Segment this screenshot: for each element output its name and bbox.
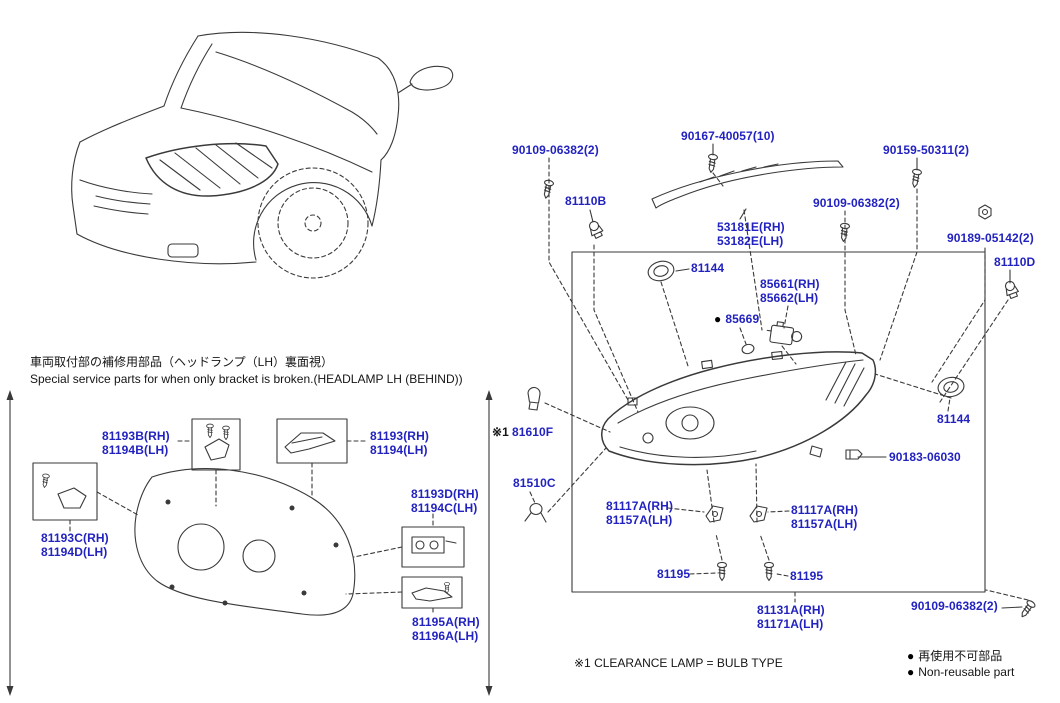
- part-label-81144-left: 81144: [691, 261, 725, 275]
- part-number-rh: 81193D(RH): [411, 487, 479, 501]
- legend-line-en: ●Non-reusable part: [907, 664, 1014, 680]
- part-number-rh: 81193(RH): [370, 429, 429, 443]
- screw-icon-90109-top-left: [540, 178, 555, 200]
- nut-hole: [981, 208, 989, 216]
- part-label-81131a-81171a: 81131A(RH) 81171A(LH): [757, 603, 825, 631]
- part-label-81510c: 81510C: [513, 476, 556, 490]
- part-label-53181e-53182e: 53181E(RH) 53182E(LH): [717, 220, 785, 248]
- screw-icon-90109-mid: [838, 222, 851, 243]
- part-number: 85669: [725, 312, 760, 326]
- part-label-81110b: 81110B: [565, 194, 607, 208]
- grommet-icon-81144-left: [645, 258, 677, 284]
- part-number-rh: 81131A(RH): [757, 603, 825, 617]
- part-number-rh: 81117A(RH): [606, 499, 674, 513]
- clip-icon-90183: [845, 449, 863, 460]
- bulb-icon-81110b: [586, 218, 606, 240]
- headlamp-highlight: [145, 142, 279, 197]
- part-number-rh: 81193B(RH): [102, 429, 170, 443]
- bracket-icon-81193: [284, 432, 336, 454]
- part-number-lh: 81171A(LH): [757, 616, 824, 631]
- footnote-ref-1: ※1: [492, 425, 509, 439]
- part-label-90159-50311: 90159-50311(2): [883, 143, 970, 157]
- note-japanese: 車両取付部の補修用部品（ヘッドランプ（LH）裏面視）: [30, 355, 333, 369]
- legend-non-reusable: ●再使用不可部品 ●Non-reusable part: [907, 648, 1014, 680]
- leader-lines: [529, 143, 1029, 609]
- screw-icon-90109-bottom-right: [1017, 598, 1037, 620]
- part-label-90109-06382-mid: 90109-06382(2): [813, 196, 900, 210]
- bracket-service-section: [6, 390, 493, 696]
- part-label-81193b-81194b: 81193B(RH) 81194B(LH): [102, 429, 170, 457]
- part-label-90183-06030: 90183-06030: [889, 450, 961, 464]
- part-number-rh: 53181E(RH): [717, 220, 785, 234]
- part-number-lh: 81194B(LH): [102, 442, 169, 457]
- part-label-81193-81194: 81193(RH) 81194(LH): [370, 429, 429, 457]
- clearance-footnote: ※1 CLEARANCE LAMP = BULB TYPE: [574, 656, 783, 670]
- non-reusable-dot: ●: [907, 665, 915, 679]
- part-label-81117a-81157a-left: 81117A(RH) 81157A(LH): [606, 499, 674, 527]
- part-label-81193d-81194c: 81193D(RH) 81194C(LH): [411, 487, 479, 515]
- part-label-81195a-81196a: 81195A(RH) 81196A(LH): [412, 615, 480, 643]
- part-number-lh: 85662(LH): [760, 290, 819, 305]
- part-label-90167-40057: 90167-40057(10): [681, 129, 775, 143]
- part-number-lh: 81157A(LH): [791, 516, 858, 531]
- socket-icon-81510c: [524, 502, 547, 523]
- leveling-motor-icon: [766, 321, 803, 346]
- part-label-85661-85662: 85661(RH) 85662(LH): [760, 277, 820, 305]
- part-label-81195-left: 81195: [657, 567, 691, 581]
- part-number: 81610F: [511, 425, 554, 439]
- part-number-lh: 81194C(LH): [411, 500, 478, 515]
- part-label-90109-06382-bottom-right: 90109-06382(2): [911, 599, 998, 613]
- legend-text-jp: 再使用不可部品: [918, 649, 1003, 663]
- clearance-lamp-icon-81610f: [527, 386, 541, 411]
- part-label-81117a-81157a-right: 81117A(RH) 81157A(LH): [791, 503, 859, 531]
- part-label-81195-right: 81195: [790, 569, 824, 583]
- bracket-icon-81117a-right: [749, 505, 768, 523]
- part-number-rh: 85661(RH): [760, 277, 820, 291]
- non-reusable-dot: ●: [714, 312, 722, 326]
- bulb-icon-81110d: [1002, 279, 1021, 300]
- box-bracket-81193b: [191, 418, 241, 471]
- box-bracket-81193: [276, 418, 348, 464]
- part-number-rh: 81195A(RH): [412, 615, 480, 629]
- oring-icon-85669: [741, 343, 755, 355]
- part-number-lh: 81194D(LH): [41, 544, 108, 559]
- bracket-icon-81193c: [57, 487, 87, 509]
- part-number-lh: 81157A(LH): [606, 512, 673, 527]
- non-reusable-dot: ●: [907, 649, 915, 663]
- screw-icon-90167: [705, 153, 719, 174]
- headlamp-rear-view: [134, 468, 356, 616]
- part-number-rh: 81193C(RH): [41, 531, 109, 545]
- nut-icon-90189: [978, 204, 992, 220]
- bracket-icon-81193d: [411, 536, 457, 554]
- headlamp-exploded-view: [524, 143, 1037, 620]
- car-illustration: [71, 31, 454, 279]
- part-label-90109-06382-top-left: 90109-06382(2): [512, 143, 599, 157]
- part-label-81144-right: 81144: [937, 412, 971, 426]
- screw-icon-81195-left: [716, 561, 728, 582]
- part-number-lh: 81194(LH): [370, 442, 428, 457]
- note-english: Special service parts for when only brac…: [30, 372, 463, 386]
- bracket-icon-81117a-left: [705, 505, 724, 523]
- bracket-icon-81195a: [411, 587, 453, 602]
- screw-icon-81195-right: [763, 561, 775, 582]
- part-label-85669: ●85669: [714, 312, 760, 327]
- part-number-lh: 81196A(LH): [412, 628, 479, 643]
- part-label-81193c-81194d: 81193C(RH) 81194D(LH): [41, 531, 109, 559]
- part-label-81110d: 81110D: [994, 255, 1036, 269]
- bracket-icon-81193b: [204, 438, 230, 461]
- trim-strip: [651, 160, 844, 209]
- headlamp-unit: [601, 350, 877, 466]
- assembly-frame: [571, 251, 986, 593]
- legend-text-en: Non-reusable part: [918, 665, 1015, 679]
- box-bracket-81193d: [401, 526, 465, 568]
- part-number-lh: 53182E(LH): [717, 233, 784, 248]
- screw-icon-90159: [909, 168, 923, 189]
- part-label-90189-05142: 90189-05142(2): [947, 231, 1034, 245]
- legend-line-jp: ●再使用不可部品: [907, 648, 1014, 664]
- part-number-rh: 81117A(RH): [791, 503, 859, 517]
- box-bracket-81195a: [401, 576, 463, 609]
